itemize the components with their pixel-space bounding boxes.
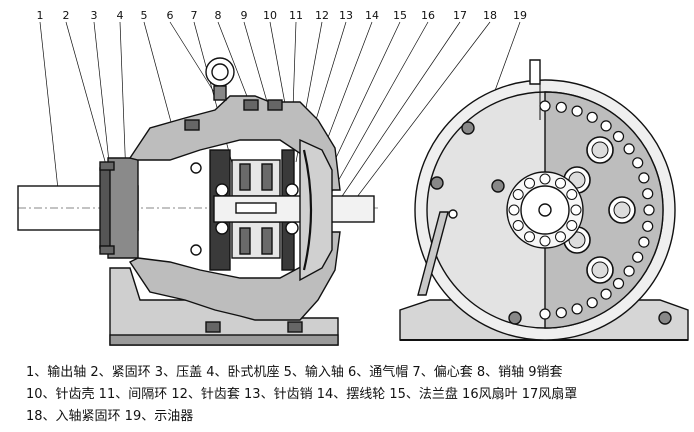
disc-hole-pin (591, 141, 609, 159)
pin-tooth (643, 204, 655, 216)
pin-tooth (638, 172, 650, 184)
pin-tooth (623, 265, 635, 277)
callout-number: 19 (513, 9, 527, 22)
housing-lower (128, 231, 341, 321)
callout-number: 10 (263, 9, 277, 22)
roller (570, 204, 582, 216)
roller (524, 177, 535, 189)
roller (539, 235, 551, 247)
callout-number: 1 (37, 9, 44, 22)
pin-tooth (555, 307, 567, 319)
pin-tooth (632, 251, 644, 263)
callout-number: 11 (289, 9, 303, 22)
callout-number: 13 (339, 9, 353, 22)
pin-tooth (632, 157, 644, 169)
gland (107, 157, 139, 259)
roller (512, 189, 524, 200)
roller (524, 231, 535, 243)
end-view (399, 59, 689, 341)
callout-number: 17 (453, 9, 467, 22)
leader-line (39, 21, 61, 209)
pin-tooth (555, 101, 567, 113)
callout-number: 7 (191, 9, 198, 22)
oil-gauge (417, 211, 449, 296)
callout-number: 18 (483, 9, 497, 22)
roller (539, 173, 551, 185)
pin-tooth (612, 130, 625, 143)
flange (299, 138, 333, 282)
cycloid-disc (231, 159, 281, 197)
pin-tooth (638, 236, 650, 248)
housing-upper (128, 95, 341, 191)
roller (512, 220, 524, 231)
pin-tooth (571, 105, 583, 117)
callout-number: 16 (421, 9, 435, 22)
pin-tooth (642, 188, 654, 200)
pin-tooth (539, 308, 551, 320)
leader-line (329, 21, 461, 215)
legend-row: 10、针齿壳 11、间隔环 12、针齿套 13、针齿销 14、摆线轮 15、法兰… (26, 387, 578, 402)
roller (508, 204, 520, 216)
pin-tooth (600, 120, 612, 132)
callout-number: 2 (63, 9, 70, 22)
disc-hole-pin (613, 201, 631, 219)
leader-line (169, 21, 215, 93)
pin-tooth (571, 303, 583, 315)
legend-row: 18、入轴紧固环 19、示油器 (26, 409, 194, 424)
callout-number: 5 (141, 9, 148, 22)
bearing-rollers (508, 173, 582, 247)
section-view (17, 57, 380, 346)
leader-line (323, 21, 429, 207)
callout-number: 15 (393, 9, 407, 22)
callout-number: 4 (117, 9, 124, 22)
callout-number: 12 (315, 9, 329, 22)
pin-tooth (612, 277, 625, 290)
leader-line (65, 21, 109, 173)
roller (566, 189, 578, 200)
pin-tooth (586, 297, 598, 309)
callout-number: 3 (91, 9, 98, 22)
pin-tooth (586, 111, 598, 123)
parts-legend: 1、输出轴 2、紧固环 3、压盖 4、卧式机座 5、输入轴 6、通气帽 7、偏心… (26, 362, 686, 428)
callout-number: 14 (365, 9, 379, 22)
callout-number: 8 (215, 9, 222, 22)
legend-row: 1、输出轴 2、紧固环 3、压盖 4、卧式机座 5、输入轴 6、通气帽 7、偏心… (26, 365, 563, 380)
pin-ring (539, 100, 655, 320)
roller (555, 177, 566, 189)
pin-tooth (600, 288, 612, 300)
pin-tooth (623, 143, 635, 155)
callout-number: 6 (167, 9, 174, 22)
leader-line (217, 21, 251, 105)
fan-blade (302, 149, 313, 271)
pin-tooth (539, 100, 551, 112)
roller (555, 231, 566, 243)
pin-tooth (642, 220, 654, 232)
leader-line (337, 21, 491, 223)
disc-hole-pin (591, 261, 609, 279)
leader-line (243, 21, 271, 113)
roller (566, 220, 578, 231)
callout-number: 9 (241, 9, 248, 22)
